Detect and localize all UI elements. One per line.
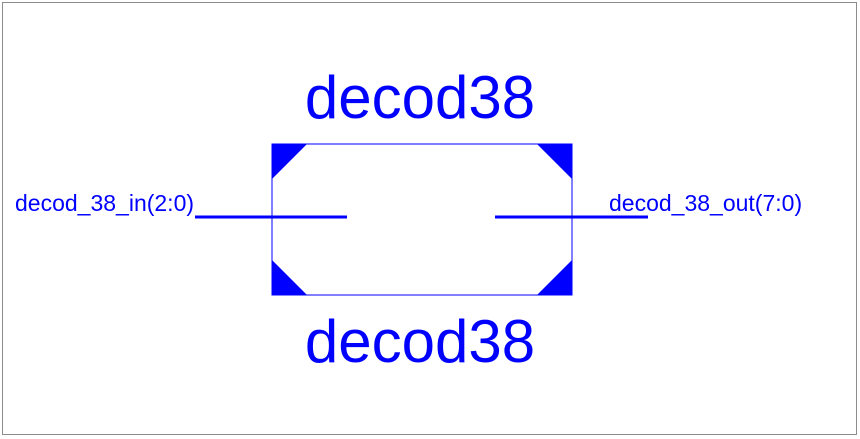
corner-bottom-right-marker [537, 260, 572, 295]
symbol-name-bottom: decod38 [305, 308, 535, 375]
corner-bottom-left-marker [272, 260, 307, 295]
symbol-body[interactable] [271, 143, 573, 296]
input-port-label: decod_38_in(2:0) [15, 190, 194, 216]
output-port-label: decod_38_out(7:0) [609, 190, 802, 216]
corner-top-left-marker [272, 144, 307, 179]
corner-top-right-marker [537, 144, 572, 179]
symbol-name-top: decod38 [305, 64, 535, 131]
